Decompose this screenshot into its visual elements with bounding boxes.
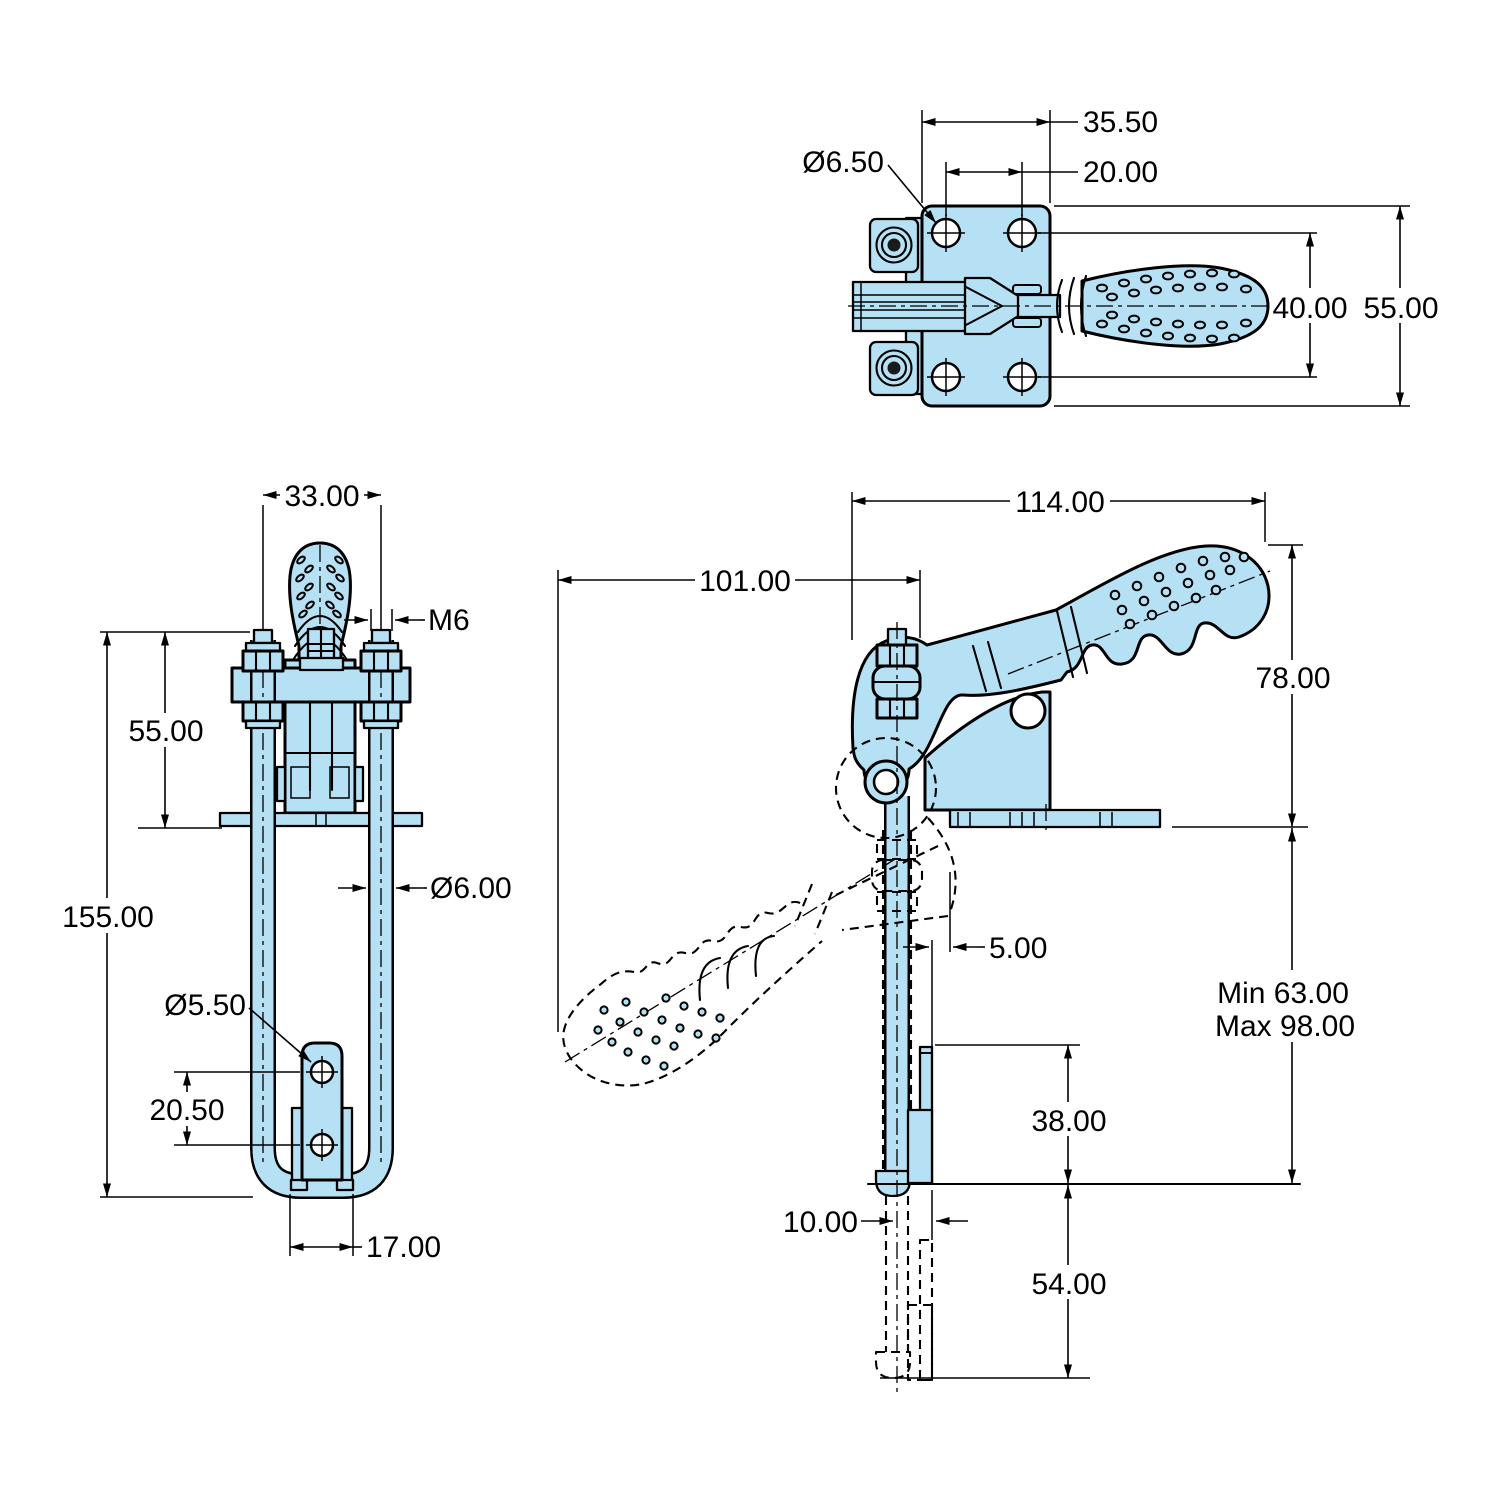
dim-label: 54.00 [1031,1268,1106,1301]
dim-plate-width: 35.50 [921,106,1158,203]
dim-label: 5.00 [989,932,1047,965]
grip-dots-open [593,993,725,1071]
dim-clamping-range: Min 63.00 Max 98.00 [1196,828,1372,1183]
grip-dots [1096,268,1252,344]
dim-handle-height: 78.00 [1172,544,1335,828]
dim-label: 35.50 [1083,106,1158,139]
dim-hook-travel: 54.00 [880,1185,1108,1379]
spindle-nut-top [868,217,920,274]
dim-label: Ø6.50 [802,146,884,179]
dim-hook-depth: 38.00 [935,1044,1108,1183]
dim-handle-reach-open: 101.00 [557,564,921,1032]
dim-hole-spacing-horizontal: 20.00 [945,156,1158,216]
dim-label: 40.00 [1272,292,1347,325]
dim-label: Ø5.50 [164,989,246,1022]
pivot-pin [1009,692,1047,730]
side-view: 114.00 101.00 78.00 Min 63.00 Max 98.00 [557,485,1372,1392]
dim-label: 55.00 [128,715,203,748]
dim-latch-hole-diameter: Ø5.50 [164,989,312,1063]
dim-label: 10.00 [783,1206,858,1239]
dim-latch-hole-spacing: 20.50 [147,1071,300,1146]
clevis-fork [963,276,1062,336]
dim-hole-spacing-vertical: 40.00 [1038,232,1350,378]
spindle-nut-bottom [868,340,920,397]
dim-label: 20.50 [149,1094,224,1127]
clevis-front [298,627,345,672]
dim-spindle-thread: M6 [344,604,470,637]
dim-rod-spacing: 33.00 [262,479,382,630]
dim-label: 114.00 [1015,486,1105,519]
dim-plate-height: 55.00 [1054,205,1440,407]
mounting-holes [927,214,1041,396]
dim-mounting-hole-diameter: Ø6.50 [802,146,937,224]
hook-bracket-side [906,1045,934,1185]
spindle-right [359,628,403,730]
dim-overall-height: 155.00 [60,632,253,1198]
dim-label: 55.00 [1363,292,1438,325]
dim-label: Min 63.00 [1217,977,1349,1010]
grip-dots-side [1109,551,1250,630]
top-view: 35.50 20.00 Ø6.50 40.00 55.00 [802,106,1440,408]
dim-label: Ø6.00 [430,872,512,905]
rod-eye [863,759,909,805]
dim-label: 101.00 [699,565,791,598]
open-position-dashed [562,736,957,1382]
dim-rod-diameter: Ø6.00 [338,872,512,905]
rod-side [874,796,913,1198]
dim-label: 78.00 [1255,662,1330,695]
lever-handle-side [850,544,1271,794]
dim-latch-plate-width: 17.00 [289,1194,441,1264]
dim-body-height: 55.00 [100,631,250,829]
dim-overall-length: 114.00 [851,485,1266,640]
dim-plate-clearance: 5.00 [903,872,1047,1047]
dim-label: 20.00 [1083,156,1158,189]
grip-dots-front [295,555,345,619]
latch-plate [300,1041,344,1182]
front-view: 33.00 M6 55.00 155.00 Ø6.00 [60,479,512,1264]
handle-front [288,541,352,668]
dim-label: 155.00 [62,901,154,934]
dim-label: 33.00 [284,480,359,513]
dim-label: 38.00 [1031,1105,1106,1138]
spindle-side [871,627,922,720]
dim-label: M6 [428,604,470,637]
dim-label: Max 98.00 [1215,1010,1355,1043]
dim-label: 17.00 [366,1231,441,1264]
dim-hook-offset: 10.00 [783,1190,968,1240]
